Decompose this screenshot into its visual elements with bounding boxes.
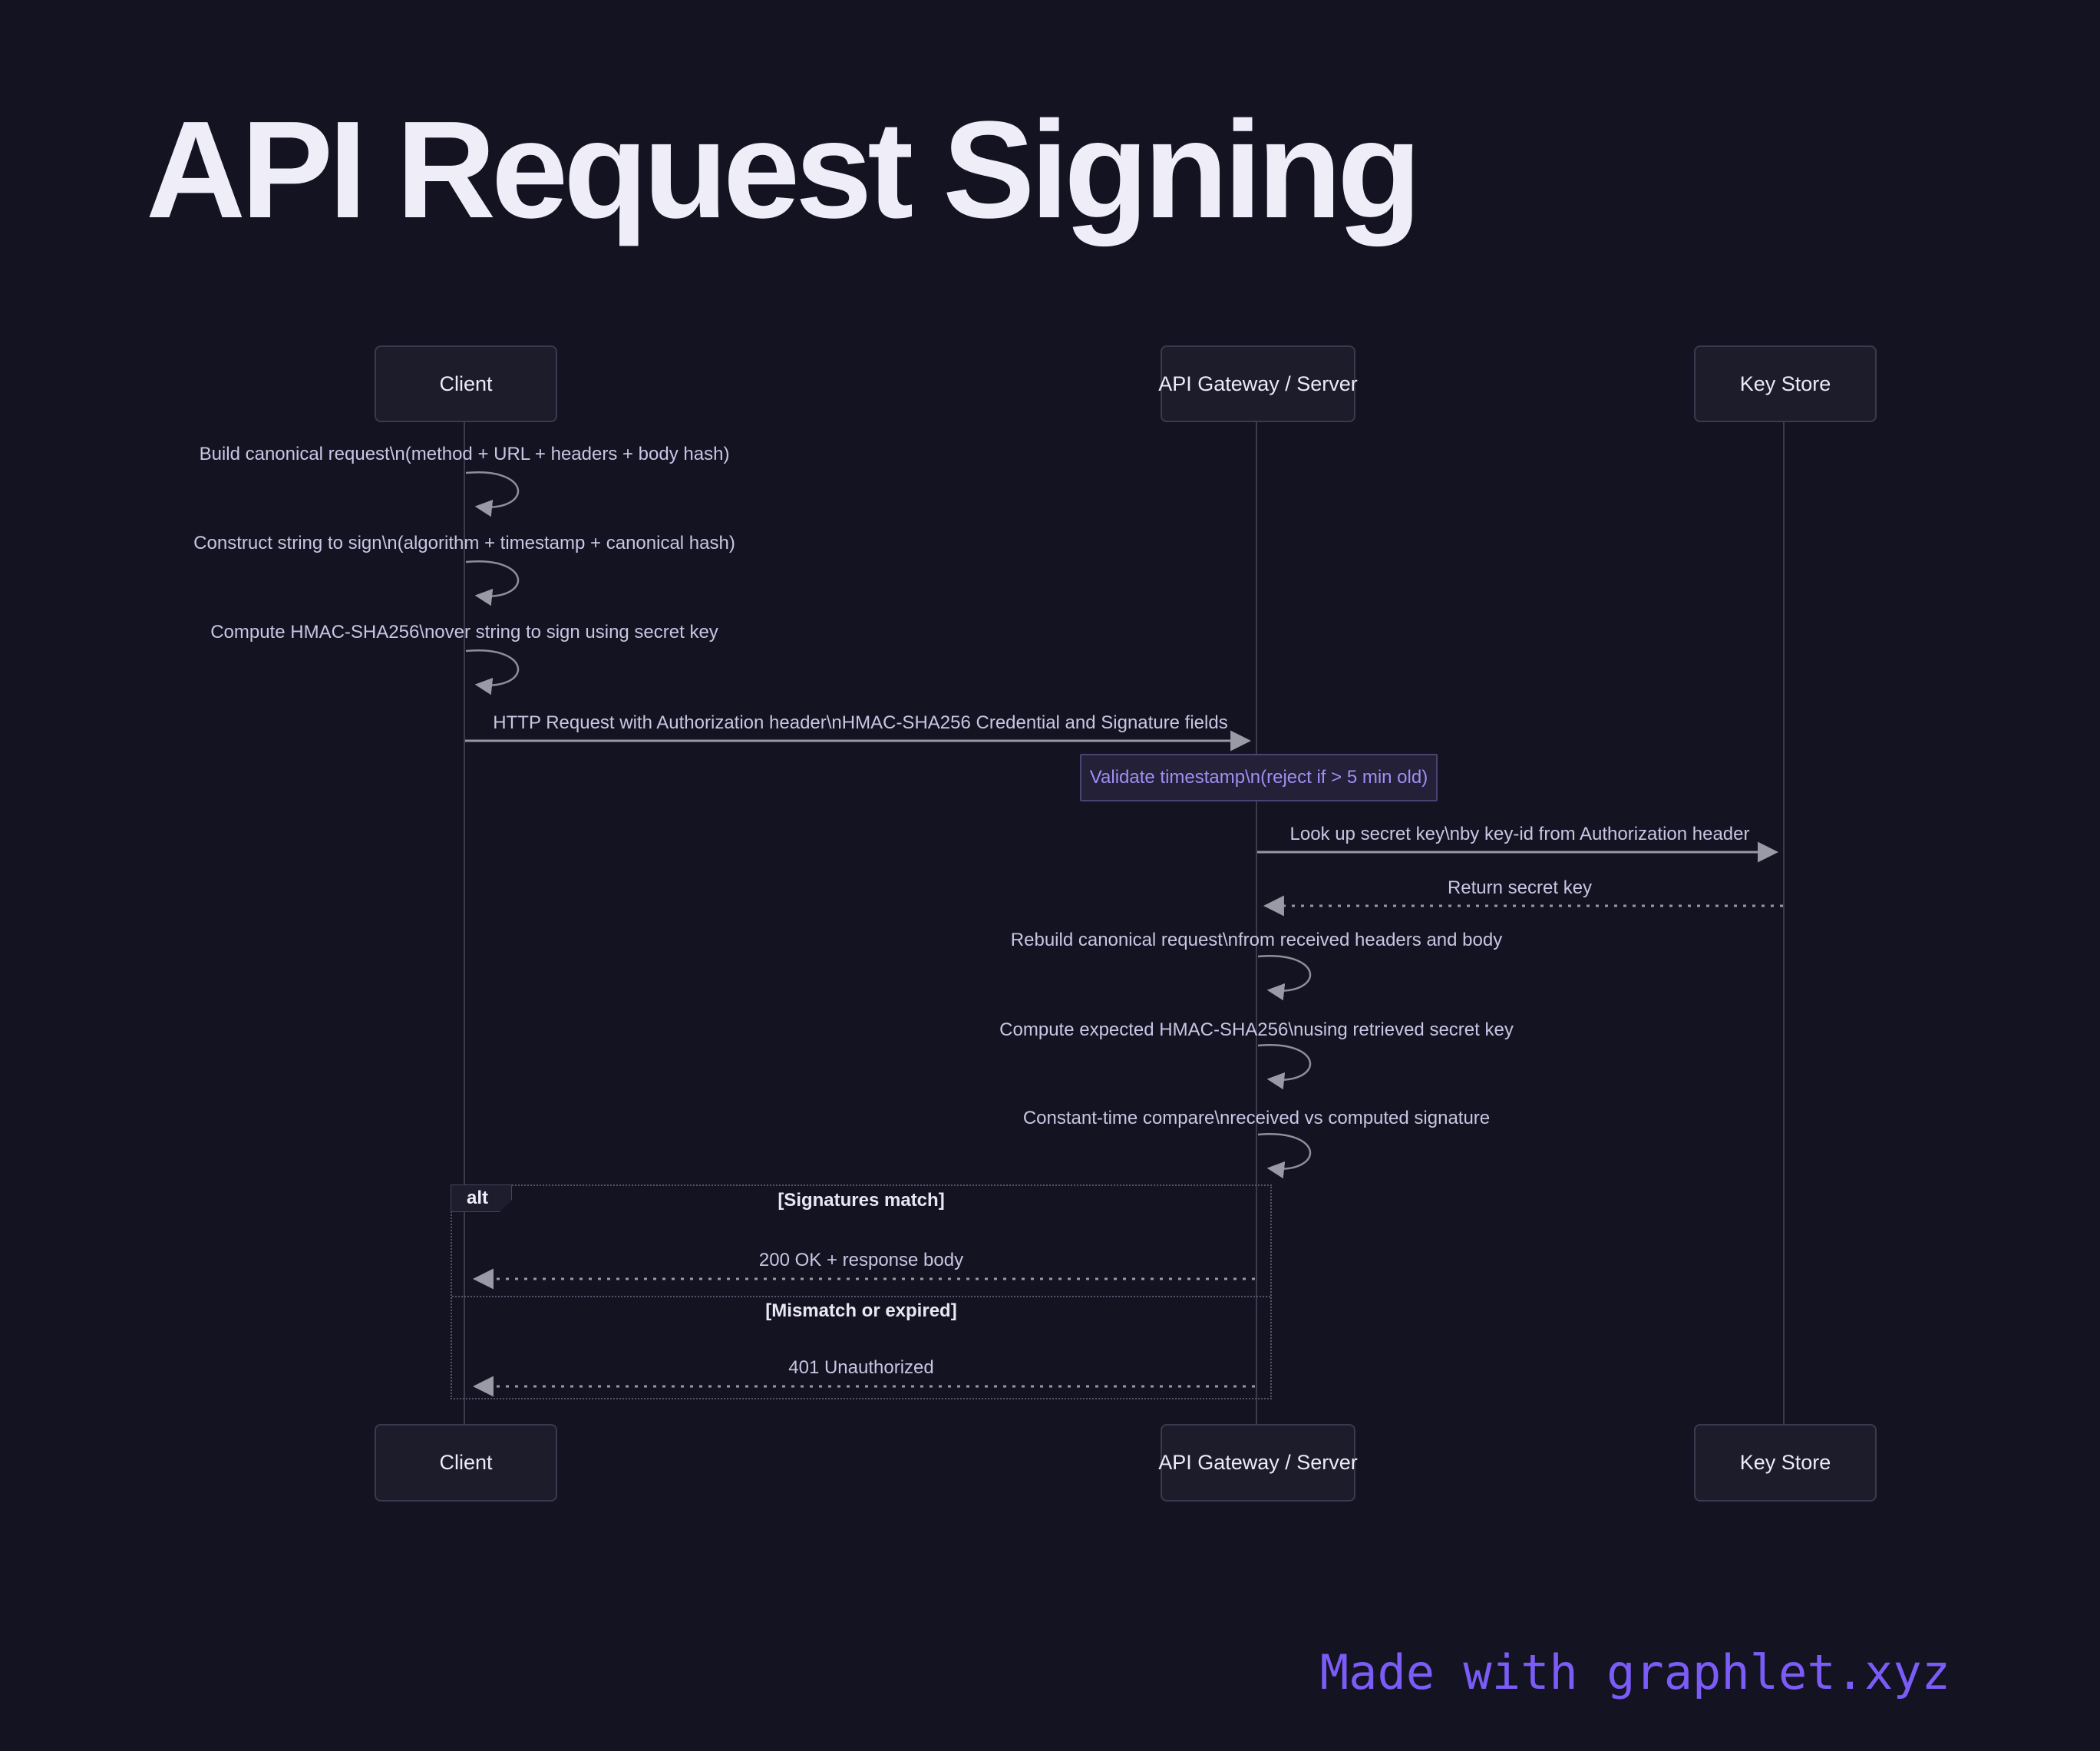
alt-condition-signatures-match: [Signatures match] [778, 1190, 945, 1211]
message-label-return-key: Return secret key [1447, 877, 1593, 898]
message-label-compute-expected: Compute expected HMAC-SHA256\nusing retr… [999, 1019, 1514, 1040]
participant-keystore-top: Key Store [1694, 345, 1877, 422]
self-loop-arrow [465, 471, 520, 517]
message-label-construct-string: Construct string to sign\n(algorithm + t… [193, 533, 735, 553]
self-loop-arrow [1257, 1133, 1312, 1179]
self-loop-arrow [465, 560, 520, 606]
participant-gateway-bottom: API Gateway / Server [1158, 1424, 1358, 1502]
self-loop-arrow [465, 649, 520, 695]
message-label-401: 401 Unauthorized [788, 1357, 934, 1378]
alt-divider [452, 1296, 1270, 1297]
participant-gateway-top: API Gateway / Server [1158, 345, 1358, 422]
message-label-constant-time: Constant-time compare\nreceived vs compu… [1022, 1108, 1491, 1128]
alt-frame [451, 1184, 1272, 1399]
self-loop-arrow [1257, 1044, 1312, 1090]
participant-keystore-bottom: Key Store [1694, 1424, 1877, 1502]
message-label-compute-hmac: Compute HMAC-SHA256\nover string to sign… [210, 622, 718, 643]
footer-credit-link[interactable]: Made with graphlet.xyz [1319, 1644, 1950, 1700]
alt-condition-mismatch: [Mismatch or expired] [765, 1300, 957, 1321]
participant-client-top: Client [375, 345, 557, 422]
alt-tag-label: alt [451, 1184, 512, 1212]
page-title: API Request Signing [146, 93, 1421, 247]
message-label-200-ok: 200 OK + response body [758, 1250, 964, 1270]
self-loop-arrow [1257, 955, 1312, 1001]
message-label-http-request: HTTP Request with Authorization header\n… [493, 712, 1228, 733]
participant-client-bottom: Client [375, 1424, 557, 1502]
message-label-lookup-key: Look up secret key\nby key-id from Autho… [1289, 824, 1750, 844]
note-validate-timestamp: Validate timestamp\n(reject if > 5 min o… [1080, 754, 1438, 801]
message-label-rebuild-canonical: Rebuild canonical request\nfrom received… [1010, 930, 1503, 950]
message-label-build-canonical: Build canonical request\n(method + URL +… [199, 444, 730, 464]
